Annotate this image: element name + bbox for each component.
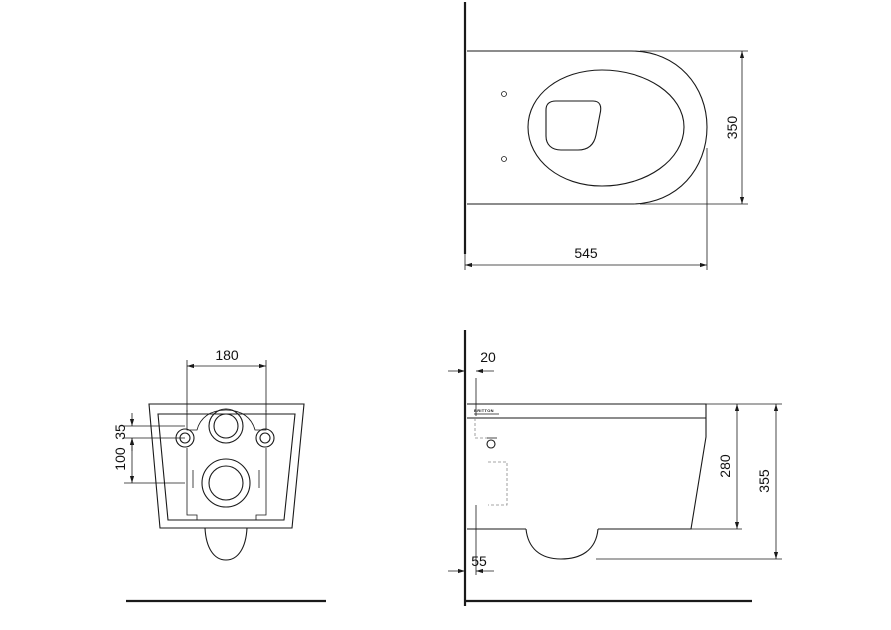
fixing-bolt-outer [255,428,275,448]
fixing-bolt-inner [259,432,271,444]
top-bowl-rim [527,69,685,187]
water-inlet-outer [208,408,244,444]
dim-label-180: 180 [215,347,239,363]
front-trap [204,527,248,561]
waste-outlet-outer [201,458,251,508]
seat-fixing-hole [501,91,507,97]
brand-mark: BRITTON [474,408,494,413]
seat-fixing-hole [501,156,507,162]
side-view: BRITTON 20 55 280 355 [448,330,782,606]
front-body-outer [148,403,305,529]
side-inlet [486,439,496,449]
dim-label-280: 280 [717,454,733,478]
top-view: 350 545 [463,2,748,270]
front-frame-base [186,448,267,520]
dim-label-55: 55 [471,553,487,569]
side-body-outline [467,403,707,530]
front-body-inner [157,413,296,521]
side-trap [525,528,599,560]
waste-outlet-inner [208,465,244,501]
dim-label-350: 350 [724,116,740,140]
dim-label-355: 355 [756,469,772,493]
dim-label-35: 35 [112,424,128,440]
hidden-outline [488,461,508,506]
front-view: 180 35 100 [112,347,326,603]
water-inlet-inner [213,413,239,439]
top-bowl-opening [545,100,602,151]
front-frame [186,409,267,431]
top-pan-outline [467,50,708,205]
dim-label-100: 100 [112,447,128,471]
dim-label-20: 20 [480,349,496,365]
dim-label-545: 545 [574,245,598,261]
